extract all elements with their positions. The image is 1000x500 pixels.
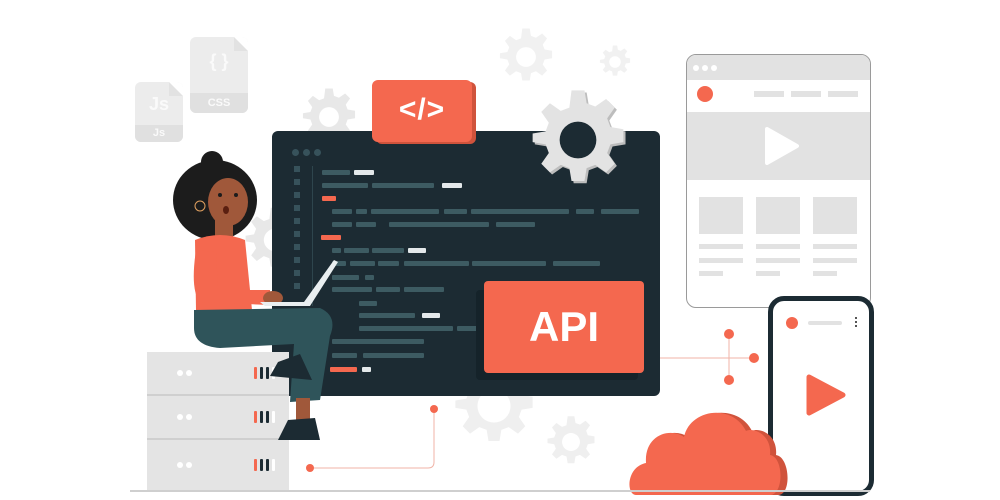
api-badge: API <box>484 281 644 373</box>
server-unit <box>147 396 289 440</box>
window-controls <box>292 143 325 161</box>
gear-icon <box>547 416 595 464</box>
gear-icon <box>499 28 553 81</box>
gear-icon <box>599 45 631 76</box>
server-unit <box>147 440 289 492</box>
connector-line <box>306 405 438 472</box>
browser-titlebar <box>687 55 870 80</box>
server-unit <box>147 352 289 396</box>
mobile-phone <box>768 296 874 496</box>
video-hero <box>687 112 870 180</box>
gear-icon <box>302 88 356 141</box>
phone-avatar-dot <box>786 317 798 329</box>
css-file-glyph: { } <box>209 51 229 71</box>
cloud-icon <box>629 412 788 495</box>
js-file-icon: Js Js <box>135 82 183 142</box>
css-file-icon: { } CSS <box>190 37 248 113</box>
js-file-glyph: Js <box>148 94 170 114</box>
ground-line <box>130 490 870 492</box>
code-tag-badge: </> <box>372 80 472 142</box>
js-file-label: Js <box>135 125 183 142</box>
play-icon[interactable] <box>803 373 847 417</box>
browser-logo-dot <box>697 86 713 102</box>
phone-menu-icon[interactable] <box>855 317 859 327</box>
css-file-label: CSS <box>190 93 248 113</box>
play-icon <box>765 127 799 165</box>
line-gutter <box>294 166 302 296</box>
browser-window <box>686 54 871 308</box>
network-node-icon <box>660 329 759 385</box>
developer-person <box>173 151 338 440</box>
gear-icon <box>532 90 626 184</box>
